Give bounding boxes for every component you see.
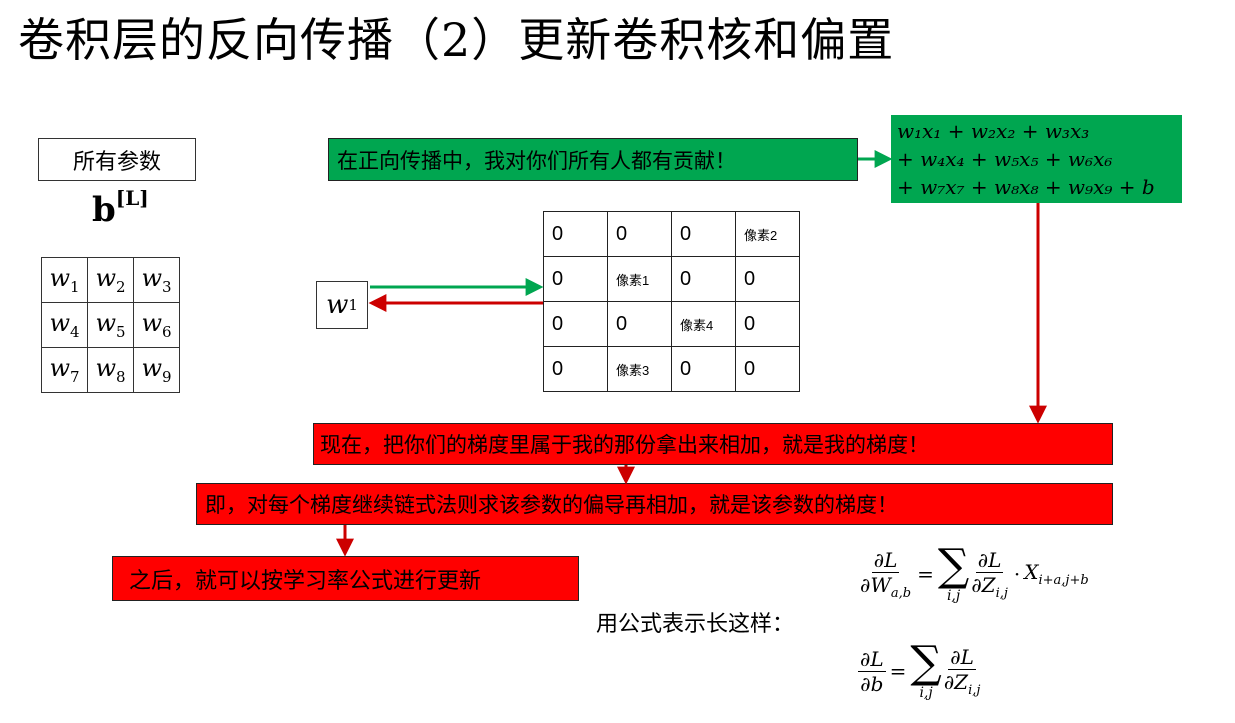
grid-cell: 0 [735, 346, 800, 392]
kernel-cell: w3 [133, 257, 180, 303]
grid-cell: 像素3 [607, 346, 672, 392]
params-label-box: 所有参数 [38, 138, 196, 181]
note-now-box: 现在，把你们的梯度里属于我的那份拿出来相加，就是我的梯度！ [313, 423, 1113, 465]
formula-intro: 用公式表示长这样： [596, 612, 795, 637]
forward-note-box: 在正向传播中，我对你们所有人都有贡献！ [328, 138, 858, 181]
gradient-grid: 0 0 0 像素2 0 像素1 0 0 0 0 像素4 0 0 像素3 0 0 [543, 211, 800, 392]
note-chain-box: 即，对每个梯度继续链式法则求该参数的偏导再相加，就是该参数的梯度！ [196, 483, 1113, 525]
kernel-cell: w8 [87, 347, 134, 393]
note-update-box: 之后，就可以按学习率公式进行更新 [112, 556, 579, 601]
sum-symbol: ∑i,j [910, 637, 942, 702]
grid-cell: 0 [671, 346, 736, 392]
grid-cell: 0 [543, 346, 608, 392]
kernel-cell: w1 [41, 257, 88, 303]
note-now: 现在，把你们的梯度里属于我的那份拿出来相加，就是我的梯度！ [320, 433, 929, 457]
formula-bias-gradient: ∂L ∂b = ∑i,j ∂L ∂Zi,j [858, 637, 981, 702]
lhs-fraction: ∂L ∂b [858, 646, 886, 696]
bias-sup: [L] [115, 186, 149, 210]
kernel-cell: w4 [41, 302, 88, 348]
formula-line-2: + w₄x₄ + w₅x₅ + w₆x₆ [897, 147, 1113, 171]
grid-cell: 像素2 [735, 211, 800, 257]
rhs-fraction: ∂L ∂Zi,j [943, 644, 981, 698]
formula-weight-gradient: ∂L ∂Wa,b = ∑i,j ∂L ∂Zi,j · Xi+a,j+b [860, 540, 1089, 605]
forward-note: 在正向传播中，我对你们所有人都有贡献！ [337, 148, 736, 173]
note-update: 之后，就可以按学习率公式进行更新 [129, 568, 482, 594]
grid-cell: 0 [671, 211, 736, 257]
params-label: 所有参数 [72, 149, 161, 175]
bias-symbol: b[L] [92, 186, 149, 230]
rhs-fraction: ∂L ∂Zi,j [971, 547, 1008, 601]
kernel-cell: w9 [133, 347, 180, 393]
bias-base: b [92, 190, 116, 230]
lhs-fraction: ∂L ∂Wa,b [860, 547, 912, 601]
forward-formula-box: w₁x₁ + w₂x₂ + w₃x₃ + w₄x₄ + w₅x₅ + w₆x₆ … [891, 115, 1182, 203]
formula-line-1: w₁x₁ + w₂x₂ + w₃x₃ [897, 119, 1090, 143]
kernel-cell: w7 [41, 347, 88, 393]
formula-line-3: + w₇x₇ + w₈x₈ + w₉x₉ + b [897, 175, 1155, 199]
sum-symbol: ∑i,j [937, 540, 970, 605]
note-chain: 即，对每个梯度继续链式法则求该参数的偏导再相加，就是该参数的梯度！ [205, 493, 898, 517]
page-title: 卷积层的反向传播（2）更新卷积核和偏置 [18, 13, 895, 67]
kernel-matrix: w1 w2 w3 w4 w5 w6 w7 w8 w9 [41, 257, 180, 393]
